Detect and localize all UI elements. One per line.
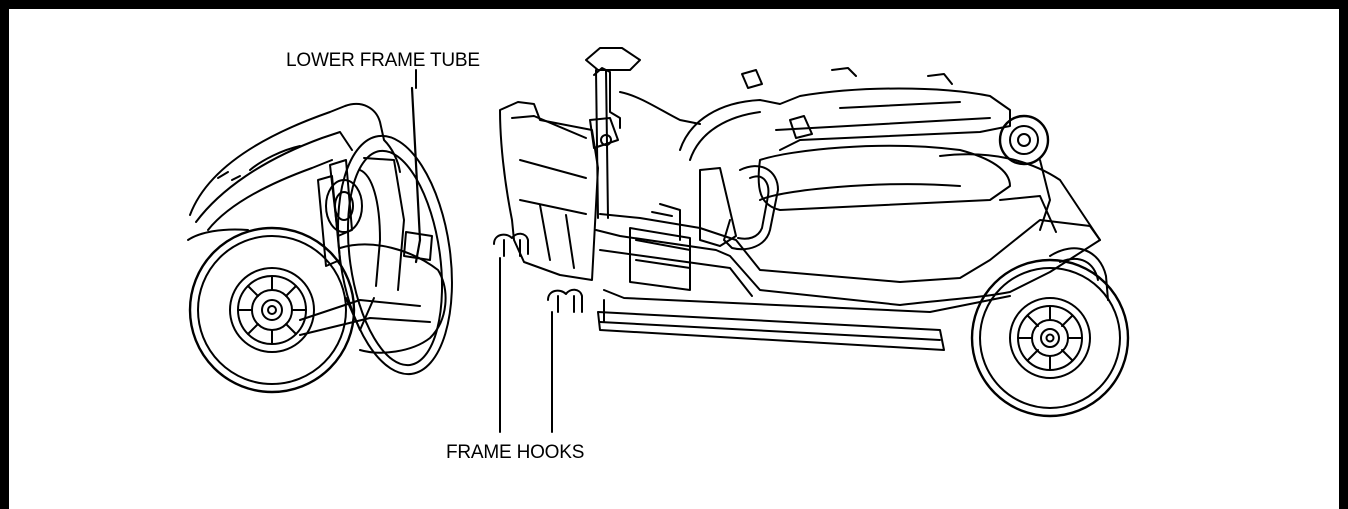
label-frame-hooks: FRAME HOOKS (446, 442, 585, 463)
rear-section-drawing (493, 47, 1130, 418)
label-lower-frame-tube: LOWER FRAME TUBE (286, 50, 480, 71)
front-section-drawing (187, 86, 453, 394)
